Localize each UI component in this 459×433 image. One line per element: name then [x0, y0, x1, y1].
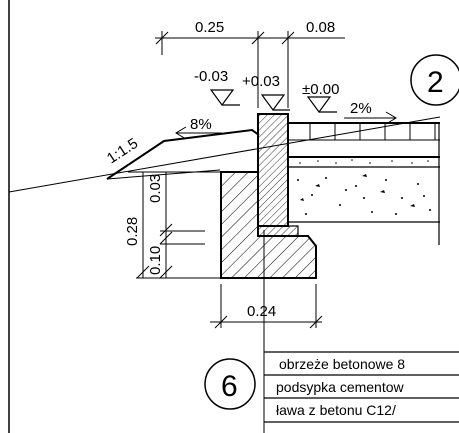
level-middle: +0.03 — [242, 73, 280, 90]
level-markers — [209, 89, 337, 114]
paving-joints — [309, 123, 436, 140]
dim-top-width-2: 0.08 — [306, 19, 335, 36]
dim-bottom-width: 0.24 — [247, 303, 276, 320]
slope-right-surface: 2% — [350, 100, 372, 117]
concrete-curb — [257, 113, 289, 227]
dim-vertical-total: 0.28 — [124, 217, 141, 246]
level-right: ±0.00 — [302, 81, 339, 98]
detail-marker-6: 6 — [221, 370, 238, 403]
ground-line — [8, 116, 441, 193]
legend-row-bench: ława z betonu C12/ — [276, 402, 396, 418]
dim-vertical-lower: 0.10 — [147, 246, 164, 275]
dim-vertical-upper: 0.03 — [147, 174, 164, 203]
embankment-slope — [106, 128, 260, 180]
legend-row-bedding: podsypka cementow — [276, 379, 405, 395]
slope-embankment: 1:1.5 — [104, 135, 141, 167]
bottom-dimension — [210, 284, 323, 329]
top-dimension — [155, 31, 345, 108]
detail-marker-2: 2 — [427, 66, 444, 99]
aggregate-speckle — [297, 159, 431, 215]
slope-left-surface: 8% — [190, 116, 212, 133]
legend-table — [264, 351, 459, 423]
dim-top-width-1: 0.25 — [195, 19, 224, 36]
vertical-dimensions — [128, 171, 222, 279]
level-left: -0.03 — [194, 68, 228, 85]
legend-row-curb: obrzeże betonowe 8 — [279, 356, 405, 372]
detail-marker-2-circle — [410, 54, 459, 106]
slope-arrows — [175, 111, 397, 140]
detail-marker-6-circle — [204, 358, 256, 410]
